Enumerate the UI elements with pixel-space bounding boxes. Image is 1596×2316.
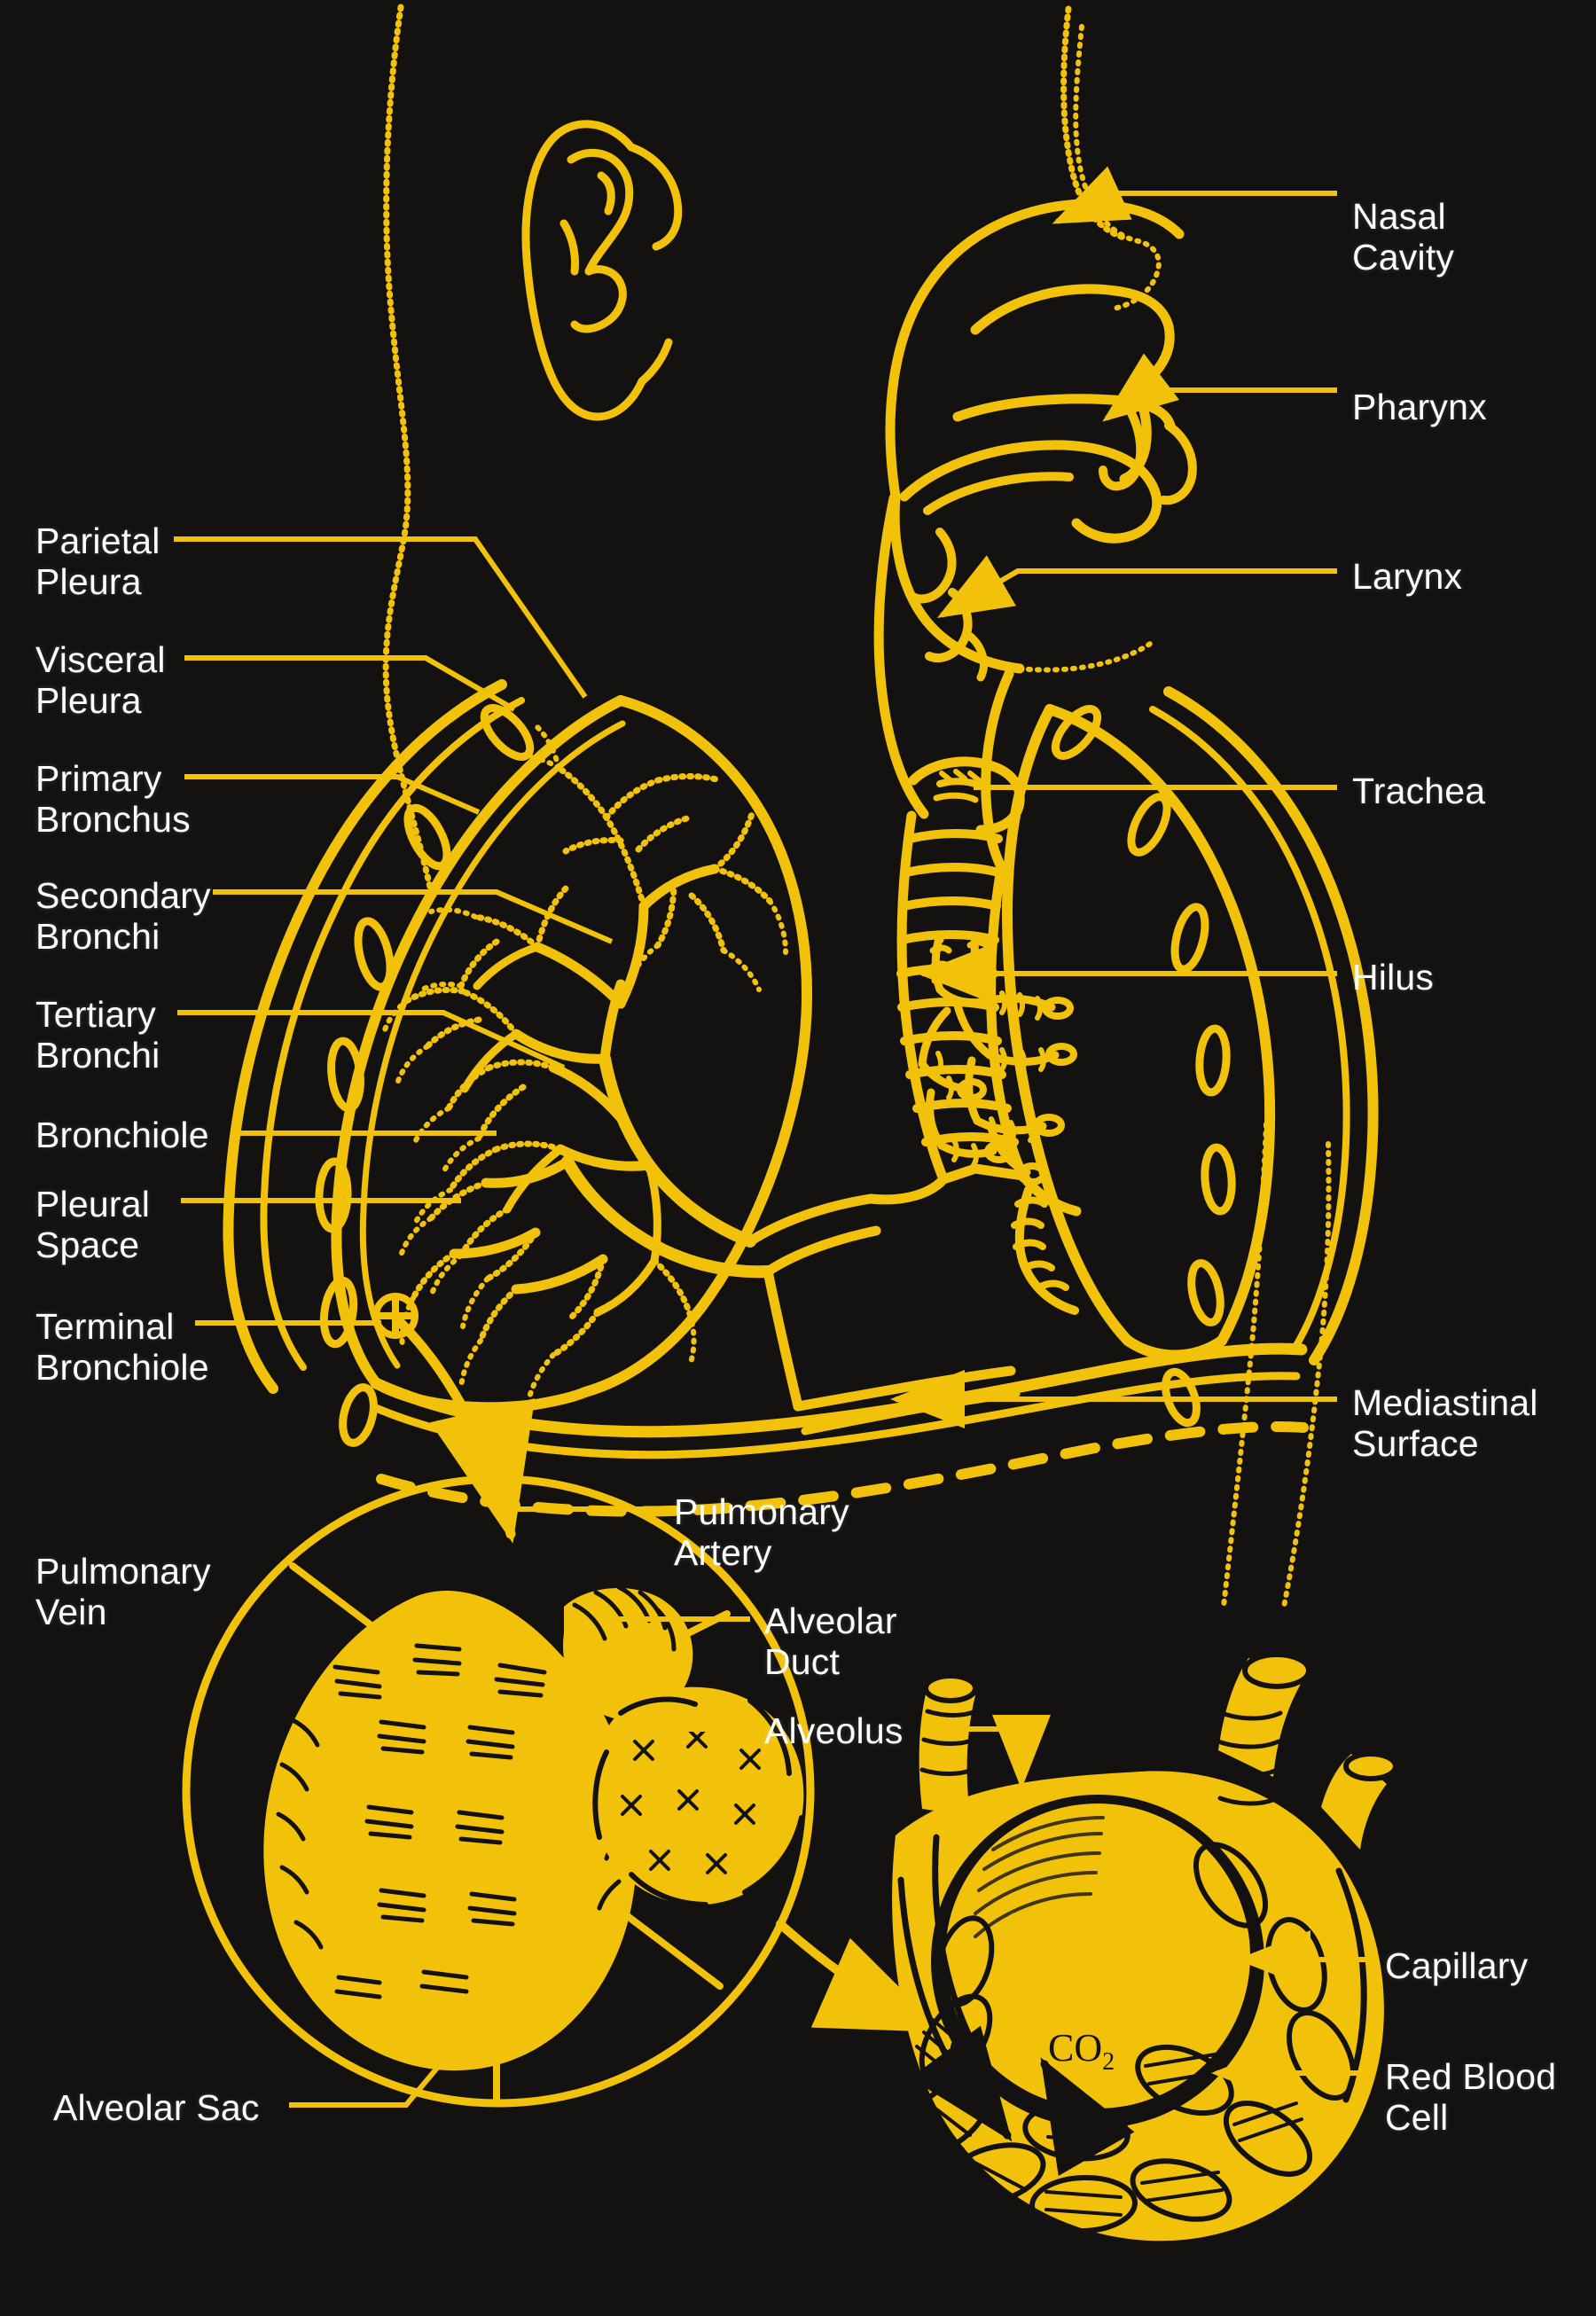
label-tertiary-bronchi: Tertiary Bronchi xyxy=(35,994,160,1076)
label-larynx: Larynx xyxy=(1352,556,1463,597)
label-secondary-bronchi: Secondary Bronchi xyxy=(35,875,211,957)
alveolar-sac-body xyxy=(263,1591,638,2071)
leader-nasal-cavity xyxy=(1052,166,1337,224)
bronchial-tree-ringed xyxy=(918,931,1079,1315)
rib-cross-sections-left xyxy=(315,704,535,1447)
leader-larynx xyxy=(936,555,1337,619)
label-primary-bronchus: Primary Bronchus xyxy=(35,758,191,840)
label-pharynx: Pharynx xyxy=(1352,387,1487,427)
leader-parietal-pleura xyxy=(174,536,588,699)
terminal-bronchiole-marker xyxy=(372,1293,419,1339)
label-alveolar-duct: Alveolar Duct xyxy=(764,1600,897,1682)
gas-exchange-arrows xyxy=(910,2025,1135,2177)
leader-alveolus-right xyxy=(945,1715,1051,1789)
right-body-contour xyxy=(1221,1122,1332,1609)
label-capillary: Capillary xyxy=(1385,1945,1529,1986)
diaphragm-icon xyxy=(370,1342,1309,1517)
leader-secondary-bronchi xyxy=(213,889,614,944)
label-hilus: Hilus xyxy=(1352,957,1435,998)
leader-tertiary-bronchi xyxy=(177,1010,566,1070)
label-pulmonary-artery: Pulmonary Artery xyxy=(674,1491,849,1573)
label-nasal-cavity: Nasal Cavity xyxy=(1352,196,1455,278)
label-red-blood-cell: Red Blood Cell xyxy=(1385,2056,1557,2138)
ear-icon xyxy=(521,120,683,421)
label-terminal-bronchiole: Terminal Bronchiole xyxy=(35,1306,209,1388)
label-alveolar-sac: Alveolar Sac xyxy=(53,2087,260,2128)
leader-lines xyxy=(174,166,1373,2108)
leader-visceral-pleura xyxy=(184,655,516,712)
label-pulmonary-vein: Pulmonary Vein xyxy=(35,1551,211,1632)
label-mediastinal-surface: Mediastinal Surface xyxy=(1352,1382,1538,1464)
alveolus-capillary-detail xyxy=(892,1652,1398,2242)
bronchial-tree-left xyxy=(380,724,788,1404)
label-pleural-space: Pleural Space xyxy=(35,1184,151,1265)
label-carbon-dioxide: CO2 xyxy=(1048,2026,1115,2076)
capillary-tubes xyxy=(919,1652,1398,1850)
label-alveolus: Alveolus xyxy=(764,1710,904,1751)
leader-primary-bronchus xyxy=(184,774,481,815)
right-lung-outline xyxy=(1002,686,1379,1365)
leader-pharynx xyxy=(1102,353,1337,422)
leader-alveolar-sac xyxy=(289,2038,464,2108)
left-lung-outline xyxy=(223,679,813,1413)
label-parietal-pleura: Parietal Pleura xyxy=(35,520,160,602)
rib-cross-sections-right xyxy=(1051,705,1236,1428)
label-bronchiole: Bronchiole xyxy=(35,1115,209,1155)
trachea-icon xyxy=(896,756,1029,1185)
alveoli-cluster xyxy=(591,1686,804,1907)
label-oxygen: O2 xyxy=(949,2028,990,2077)
label-visceral-pleura: Visceral Pleura xyxy=(35,639,166,721)
label-trachea: Trachea xyxy=(1352,771,1486,811)
